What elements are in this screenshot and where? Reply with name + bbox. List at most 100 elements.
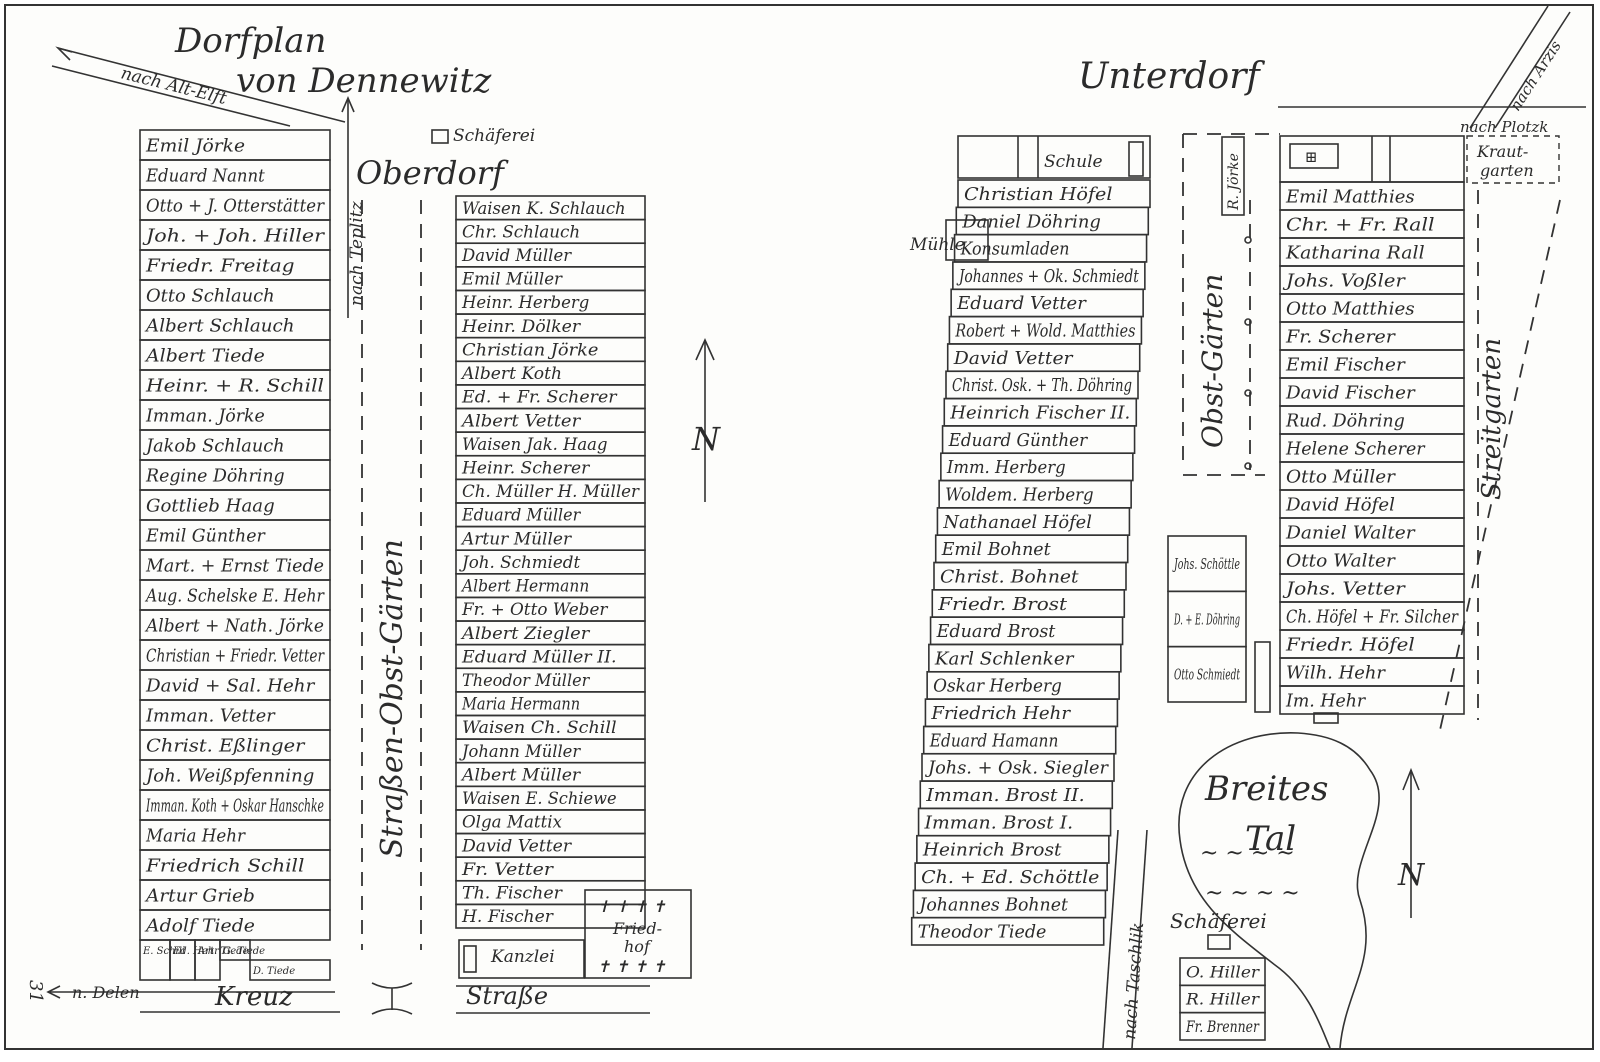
- schule-block: Schule: [957, 135, 1151, 179]
- owner-name: Otto Matthies: [1286, 298, 1415, 319]
- streitgarten-border-outer: [1439, 199, 1561, 731]
- owner-name: D. + E. Döhring: [1173, 610, 1240, 628]
- owner-name: Th. Fischer: [462, 884, 563, 903]
- owner-name: Fr. Vetter: [461, 860, 554, 879]
- owner-name: Imman. Jörke: [145, 405, 265, 426]
- owner-name: Albert Hermann: [460, 577, 589, 596]
- owner-name: Ch. Müller H. Müller: [462, 482, 640, 501]
- muehle-label: Mühle: [909, 235, 965, 255]
- owner-name: Waisen E. Schiewe: [462, 789, 617, 808]
- owner-name: Joh. + Joh. Hiller: [141, 225, 325, 246]
- owner-name: Nathanael Höfel: [942, 512, 1092, 533]
- owner-name: Emil Matthies: [1285, 186, 1415, 207]
- owner-name: Johannes Bohnet: [916, 894, 1069, 915]
- owner-name: Rud. Döhring: [1285, 410, 1405, 431]
- map-frame: [4, 4, 1594, 1050]
- owner-name: Chr. Schlauch: [462, 222, 580, 241]
- owner-name: Johs. + Osk. Siegler: [924, 758, 1109, 779]
- unterdorf-middle-plot: [1254, 641, 1271, 713]
- house-lot: [1167, 645, 1247, 703]
- kanzlei-label: Kanzlei: [490, 947, 555, 967]
- house-lot: [219, 939, 251, 961]
- svg-text:~ ~ ~ ~: ~ ~ ~ ~: [1205, 881, 1300, 906]
- owner-name: Joh. Schmiedt: [459, 553, 581, 572]
- obst-gaerten-label: Obst-Gärten: [1196, 274, 1229, 448]
- svg-text:⊞: ⊞: [1305, 148, 1318, 166]
- unterdorf-label: Unterdorf: [1078, 56, 1265, 97]
- owner-name: G. Tiede: [223, 946, 265, 957]
- owner-name: David Fischer: [1285, 382, 1416, 403]
- road-delen-label: n. Delen: [72, 983, 140, 1002]
- owner-name: Eduard Müller II.: [461, 647, 617, 666]
- owner-name: Ed. + Fr. Scherer: [461, 388, 618, 407]
- owner-name: Ch. + Ed. Schöttle: [921, 867, 1099, 888]
- owner-name: Imman. Koth + Oskar Hanschke: [145, 795, 324, 816]
- owner-name: Ch. Höfel + Fr. Silcher: [1286, 606, 1459, 627]
- cemetery-label-2: hof: [624, 937, 653, 956]
- breites-tal-label-2: Tal: [1245, 819, 1296, 859]
- owner-name: Imman. Vetter: [145, 705, 276, 726]
- owner-name: David Höfel: [1285, 494, 1395, 515]
- owner-name: D. Tiede: [252, 966, 295, 977]
- house-lot: [249, 959, 331, 981]
- owner-name: Eduard Hamann: [929, 730, 1059, 751]
- owner-name: Albert + Nath. Jörke: [144, 615, 324, 636]
- page-number: 31: [25, 980, 46, 1003]
- owner-name: Helene Scherer: [1285, 438, 1426, 459]
- owner-name: Adolf Tiede: [144, 915, 255, 936]
- house-lot: [455, 903, 646, 929]
- owner-name: Albert Tiede: [144, 345, 265, 366]
- r-joerke-label: R. Jörke: [1226, 153, 1242, 211]
- svg-text:~ ~ ~ ~: ~ ~ ~ ~: [1200, 841, 1295, 866]
- owner-name: Artur Müller: [460, 529, 572, 548]
- owner-name: Theodor Tiede: [918, 922, 1047, 943]
- owner-name: Imman. Brost II.: [925, 785, 1084, 806]
- unterdorf-east-building: [1313, 712, 1339, 724]
- owner-name: Joh. Weißpfenning: [142, 765, 314, 786]
- owner-name: Ed. Hehr: [172, 946, 220, 957]
- owner-name: Konsumladen: [960, 239, 1070, 260]
- owner-name: Otto Schlauch: [146, 285, 275, 306]
- owner-name: Fr. + Otto Weber: [461, 600, 609, 619]
- schaeferei-building-lower: [1207, 934, 1231, 950]
- owner-name: Woldem. Herberg: [945, 484, 1093, 505]
- owner-name: H. Fischer: [461, 907, 554, 926]
- owner-name: Emil Müller: [461, 270, 563, 289]
- street-garden-label: Straßen-Obst-Gärten: [375, 539, 410, 858]
- owner-name: Daniel Walter: [1285, 522, 1416, 543]
- road-taschlik-label: nach Taschlik: [1120, 922, 1148, 1041]
- owner-name: Mart. + Ernst Tiede: [145, 555, 324, 576]
- road-taschlik: nach Taschlik: [1102, 829, 1148, 1049]
- owner-name: E. Schill: [142, 946, 185, 957]
- breites-tal-label: Breites: [1204, 769, 1328, 809]
- owner-name: Friedrich Hehr: [930, 703, 1071, 724]
- owner-name: Maria Hehr: [145, 825, 246, 846]
- owner-name: David Müller: [461, 246, 572, 265]
- svg-text:✝ ✝ ✝ ✝: ✝ ✝ ✝ ✝: [597, 957, 666, 976]
- north-symbol-left: N: [691, 420, 721, 458]
- oberdorf-label: Oberdorf: [356, 154, 509, 192]
- owner-name: Johannes + Ok. Schmiedt: [956, 266, 1140, 287]
- owner-name: Eduard Vetter: [956, 293, 1087, 314]
- owner-name: David + Sal. Hehr: [145, 675, 316, 696]
- owner-name: Christ. Bohnet: [940, 566, 1079, 587]
- owner-name: Johann Müller: [459, 742, 581, 761]
- breites-tal: Breites Tal ~ ~ ~ ~ ~ ~ ~ ~: [1178, 732, 1380, 1049]
- road-alt-elft-label: nach Alt-Elft: [119, 63, 229, 109]
- kanzlei-building: Kanzlei: [458, 939, 585, 979]
- owner-name: Friedr. Höfel: [1285, 634, 1415, 655]
- owner-name: Christ. Osk. + Th. Döhring: [952, 375, 1132, 396]
- muehle-building: [945, 219, 989, 261]
- owner-name: Otto Schmiedt: [1174, 666, 1241, 684]
- owner-name: Heinrich Brost: [922, 840, 1062, 861]
- cemetery: ✝ ✝ ✝ ✝ Fried- hof ✝ ✝ ✝ ✝: [584, 889, 692, 979]
- owner-name: Waisen Ch. Schill: [462, 718, 617, 737]
- owner-name: Albert Koth: [460, 364, 562, 383]
- owner-name: Wilh. Hehr: [1286, 662, 1386, 683]
- map-title-line1: Dorfplan: [174, 21, 326, 61]
- house-lot: [910, 916, 1105, 946]
- owner-name: Emil Bohnet: [941, 539, 1052, 560]
